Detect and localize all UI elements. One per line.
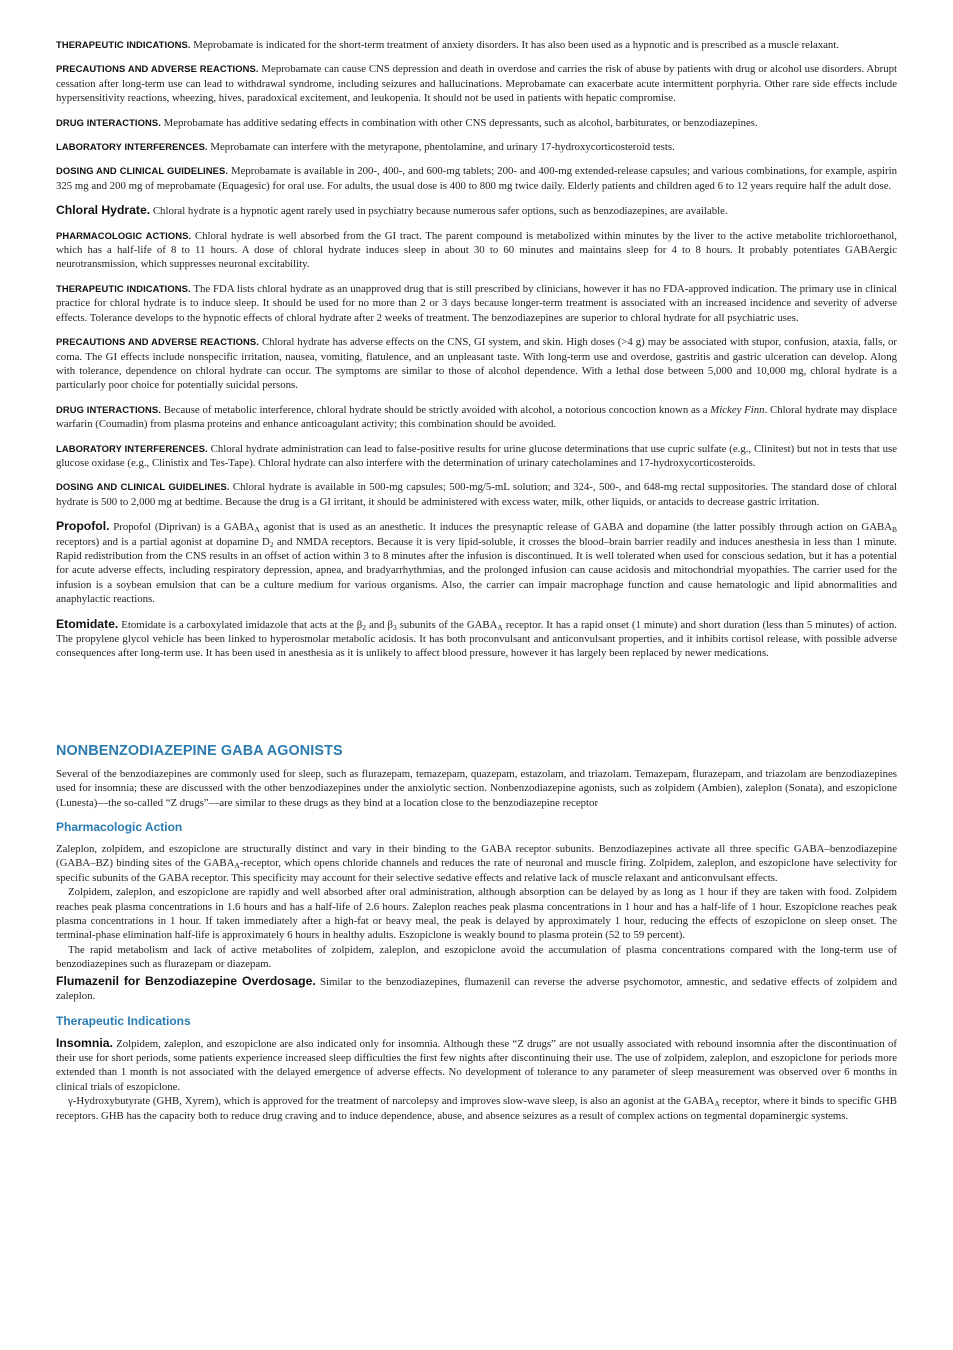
subscript: B: [892, 525, 898, 535]
propofol-paragraph: Propofol. Propofol (Diprivan) is a GABAA…: [56, 519, 897, 606]
meprobamate-therapeutic-paragraph: THERAPEUTIC INDICATIONS. Meprobamate is …: [56, 38, 897, 52]
paragraph-text: Etomidate is a carboxylated imidazole th…: [121, 618, 363, 631]
paragraph-text: receptor. It has a rapid onset (1 minute…: [56, 618, 897, 660]
subscript: A: [714, 1099, 720, 1109]
paragraph-text: Meprobamate is available in 200-, 400-, …: [56, 165, 898, 192]
meprobamate-dosing-paragraph: DOSING AND CLINICAL GUIDELINES. Meprobam…: [56, 164, 897, 193]
chloral-pharmacologic-paragraph: PHARMACOLOGIC ACTIONS. Chloral hydrate i…: [56, 229, 897, 272]
section-label: LABORATORY INTERFERENCES.: [56, 442, 208, 454]
insomnia-paragraph: Insomnia. Zolpidem, zaleplon, and eszopi…: [56, 1036, 897, 1095]
paragraph-text: receptor, where it binds to specific GHB…: [56, 1095, 897, 1122]
meprobamate-lab-paragraph: LABORATORY INTERFERENCES. Meprobamate ca…: [56, 140, 897, 154]
section-label: THERAPEUTIC INDICATIONS.: [56, 39, 191, 50]
paragraph-text: receptors) and is a partial agonist at d…: [56, 535, 270, 548]
etomidate-paragraph: Etomidate. Etomidate is a carboxylated i…: [56, 617, 897, 661]
subscript: 3: [393, 622, 397, 632]
subscript: A: [497, 622, 503, 632]
meprobamate-precautions-paragraph: PRECAUTIONS AND ADVERSE REACTIONS. Mepro…: [56, 62, 897, 105]
paragraph-text: Meprobamate is indicated for the short-t…: [193, 39, 840, 51]
paragraph-text: Chloral hydrate administration can lead …: [56, 442, 897, 469]
flumazenil-paragraph: Flumazenil for Benzodiazepine Overdosage…: [56, 974, 897, 1004]
paragraph-text: . Chloral hydrate may displace warfarin …: [56, 403, 897, 431]
section-label: PRECAUTIONS AND ADVERSE REACTIONS.: [56, 63, 259, 75]
paragraph-text: and NMDA receptors. Because it is very l…: [56, 535, 897, 606]
section-label: DRUG INTERACTIONS.: [56, 116, 161, 128]
chloral-lab-paragraph: LABORATORY INTERFERENCES. Chloral hydrat…: [56, 442, 897, 471]
subsection-heading: Pharmacologic Action: [56, 820, 183, 835]
paragraph-text: and β: [365, 618, 393, 631]
paragraph-text: subunits of the GABA: [396, 618, 498, 631]
drug-title: Etomidate.: [56, 616, 119, 631]
paragraph-text: agonist that is used as an anesthetic. I…: [259, 521, 892, 534]
section-label: PRECAUTIONS AND ADVERSE REACTIONS.: [56, 336, 259, 348]
section-label: LABORATORY INTERFERENCES.: [56, 141, 208, 153]
section-label: PHARMACOLOGIC ACTIONS.: [56, 229, 192, 241]
pharm-paragraph-3: The rapid metabolism and lack of active …: [56, 943, 897, 971]
paragraph-text: Meprobamate has additive sedating effect…: [163, 116, 758, 129]
section-label: DOSING AND CLINICAL GUIDELINES.: [56, 481, 230, 493]
section-label: DOSING AND CLINICAL GUIDELINES.: [56, 165, 229, 177]
subscript: A: [254, 525, 260, 535]
chloral-interactions-paragraph: DRUG INTERACTIONS. Because of metabolic …: [56, 403, 897, 432]
paragraph-text: Chloral hydrate is available in 500-mg c…: [56, 481, 897, 508]
meprobamate-interactions-paragraph: DRUG INTERACTIONS. Meprobamate has addit…: [56, 116, 897, 130]
chloral-hydrate-intro: Chloral Hydrate. Chloral hydrate is a hy…: [56, 203, 897, 218]
chloral-therapeutic-paragraph: THERAPEUTIC INDICATIONS. The FDA lists c…: [56, 282, 897, 325]
paragraph-text: Zolpidem, zaleplon, and eszopiclone are …: [56, 1037, 897, 1093]
italic-term: Mickey Finn: [710, 403, 765, 416]
paragraph-text: Zaleplon, zolpidem, and eszopiclone are …: [56, 843, 897, 870]
section-heading: NONBENZODIAZEPINE GABA AGONISTS: [56, 742, 343, 759]
section-label: THERAPEUTIC INDICATIONS.: [56, 282, 191, 294]
subscript: 2: [362, 622, 366, 632]
paragraph-text: Chloral hydrate has adverse effects on t…: [56, 336, 898, 392]
chloral-precautions-paragraph: PRECAUTIONS AND ADVERSE REACTIONS. Chlor…: [56, 335, 897, 393]
subscript: A: [234, 861, 240, 871]
paragraph-text: γ-Hydroxybutyrate (GHB, Xyrem), which is…: [68, 1095, 715, 1108]
paragraph-text: Because of metabolic interference, chlor…: [163, 403, 711, 416]
drug-title: Insomnia.: [56, 1035, 113, 1050]
drug-title: Chloral Hydrate.: [56, 203, 151, 218]
paragraph-text: Chloral hydrate is well absorbed from th…: [56, 229, 898, 271]
pharm-paragraph-1: Zaleplon, zolpidem, and eszopiclone are …: [56, 842, 897, 885]
paragraph-text: -receptor, which opens chloride channels…: [56, 857, 897, 884]
pharm-paragraph-2: Zolpidem, zaleplon, and eszopiclone are …: [56, 886, 897, 942]
drug-title: Flumazenil for Benzodiazepine Overdosage…: [56, 973, 316, 988]
paragraph-text: Chloral hydrate is a hypnotic agent rare…: [152, 205, 728, 218]
subscript: 2: [269, 539, 274, 549]
chloral-dosing-paragraph: DOSING AND CLINICAL GUIDELINES. Chloral …: [56, 480, 897, 509]
subsection-heading: Therapeutic Indications: [56, 1013, 191, 1028]
drug-title: Propofol.: [56, 519, 110, 534]
ghb-paragraph: γ-Hydroxybutyrate (GHB, Xyrem), which is…: [56, 1094, 897, 1123]
paragraph-text: Similar to the benzodiazepines, flumazen…: [56, 975, 897, 1003]
paragraph-text: The FDA lists chloral hydrate as an unap…: [56, 282, 897, 324]
nonbenzo-intro-paragraph: Several of the benzodiazepines are commo…: [56, 767, 897, 809]
paragraph-text: Meprobamate can interfere with the metyr…: [210, 141, 675, 154]
paragraph-text: Meprobamate can cause CNS depression and…: [56, 63, 897, 105]
section-label: DRUG INTERACTIONS.: [56, 403, 161, 415]
paragraph-text: Propofol (Diprivan) is a GABA: [113, 521, 255, 534]
